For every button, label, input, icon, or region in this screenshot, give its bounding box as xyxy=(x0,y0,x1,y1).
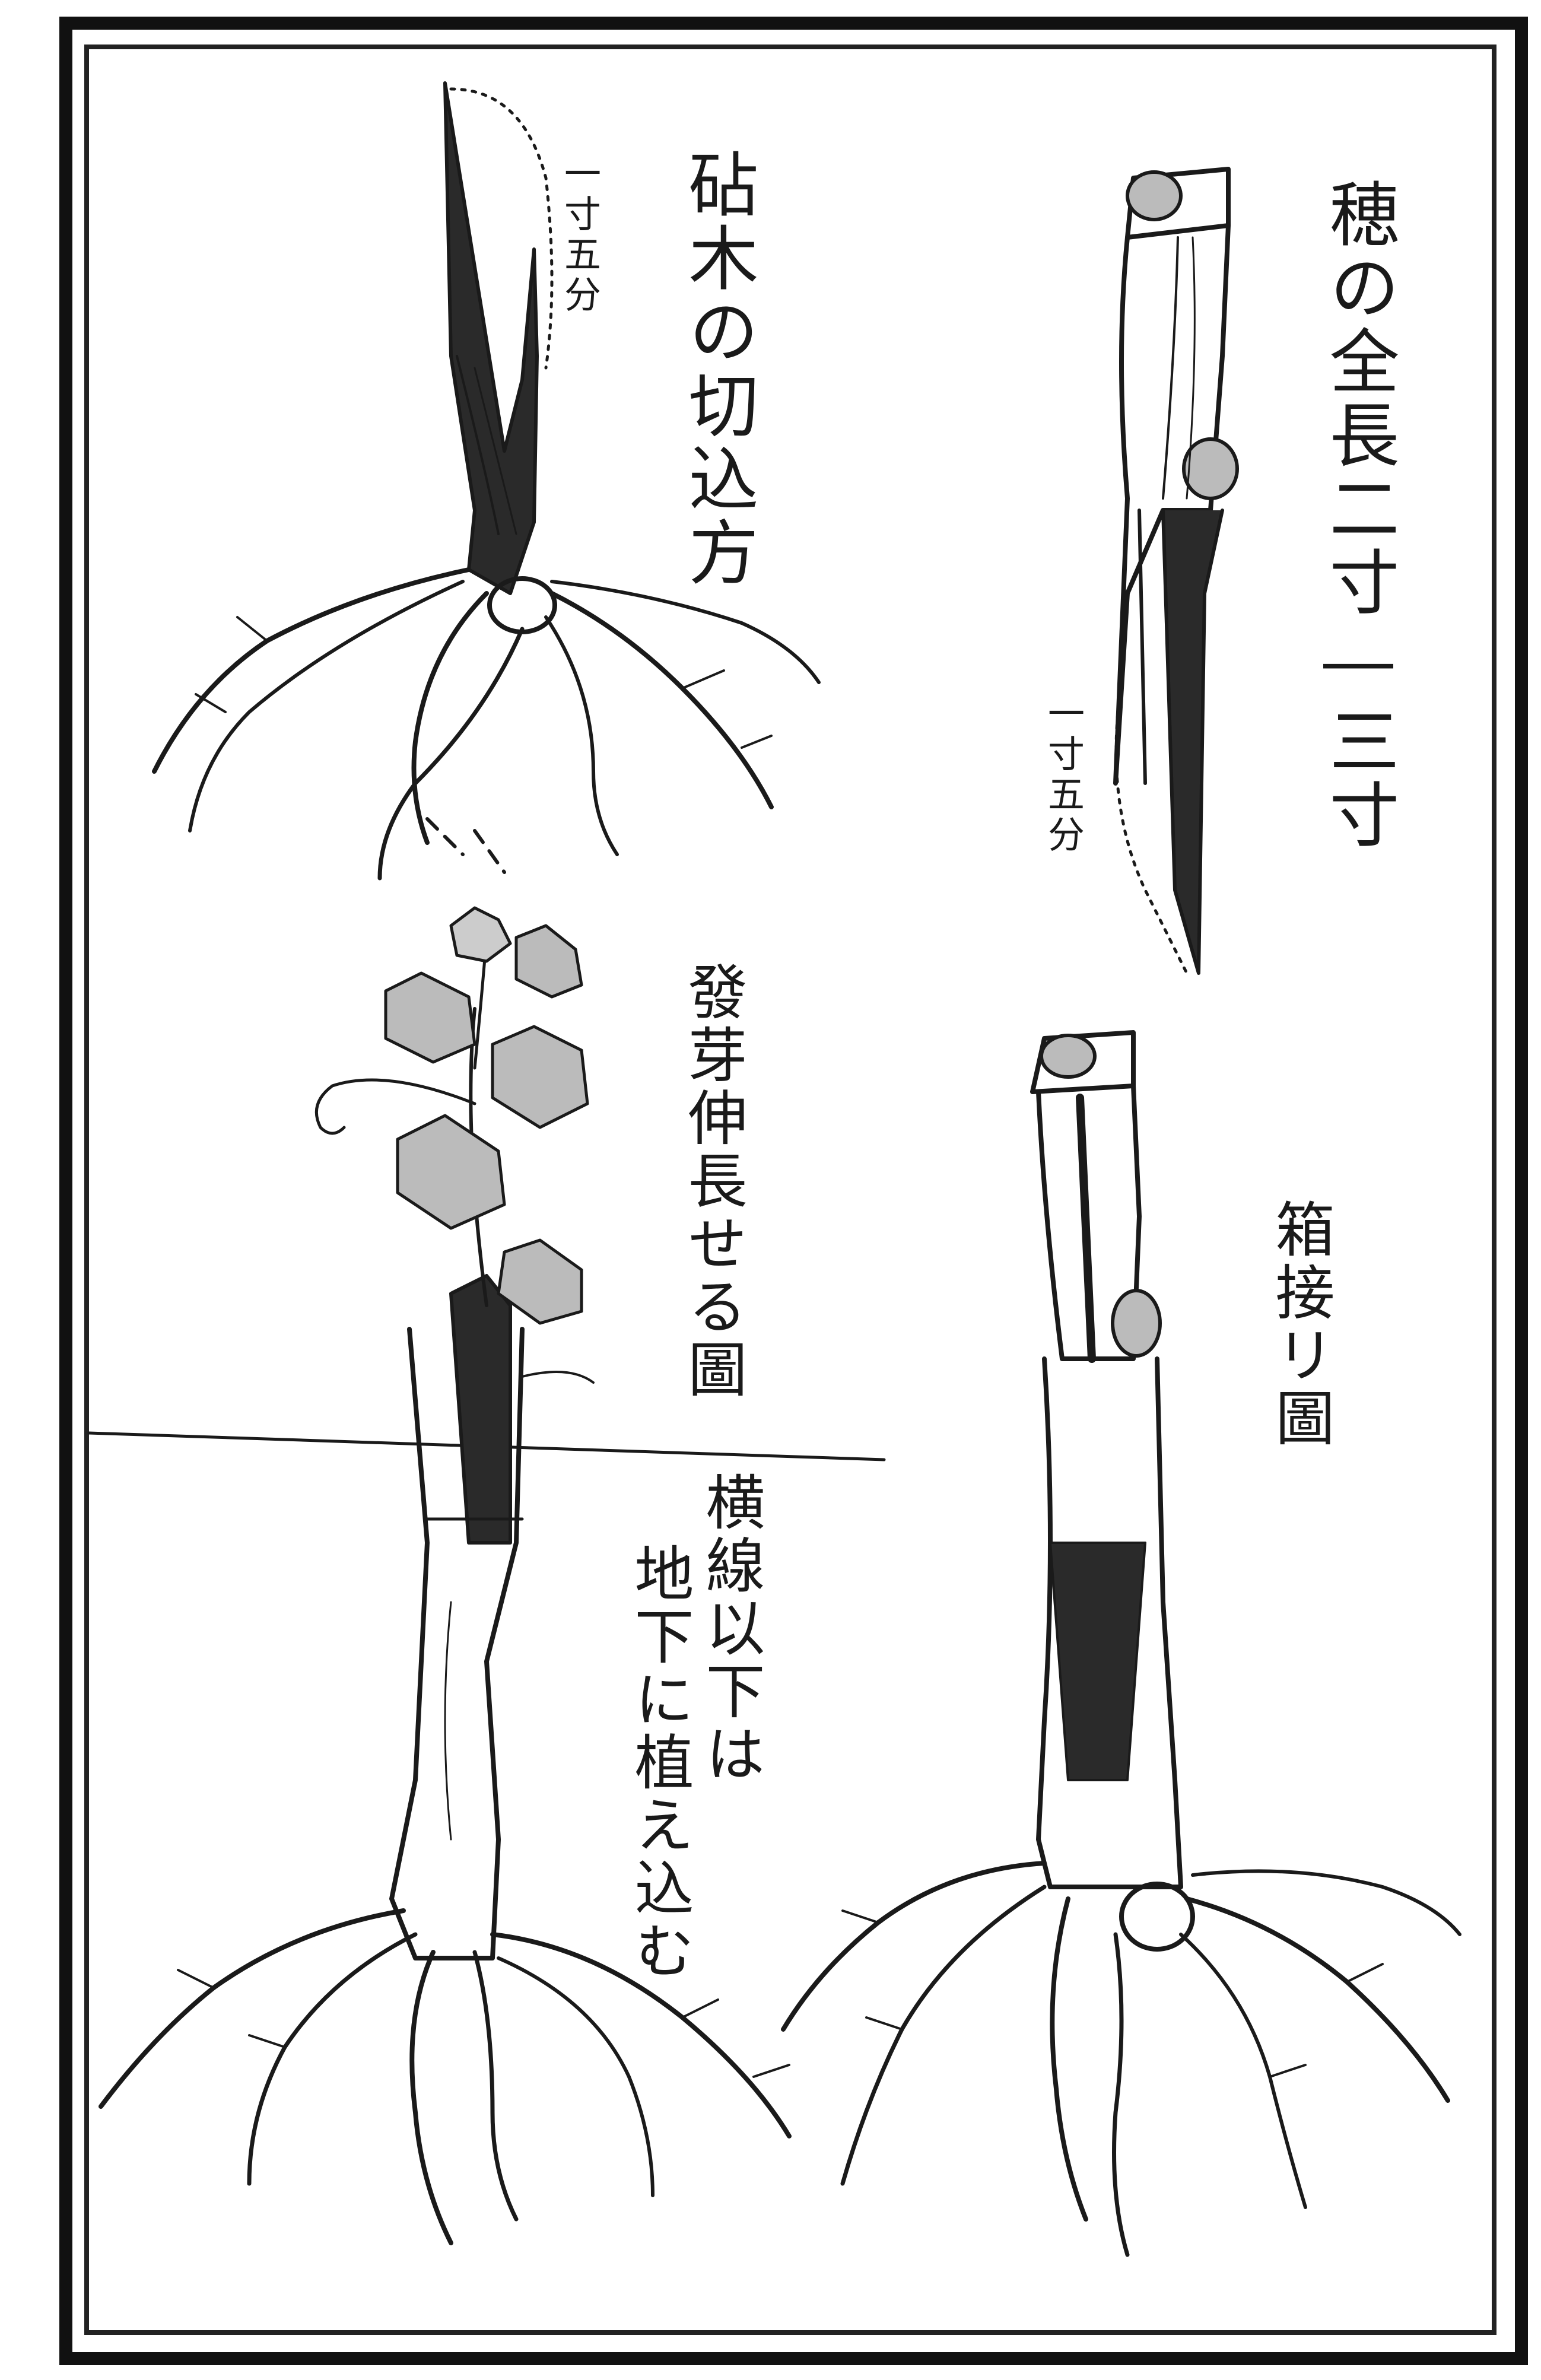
rootstock-cut-label: 砧木の切込方 xyxy=(682,148,752,590)
rootstock-depth-label: 一寸五分 xyxy=(561,154,598,316)
scion-length-label: 穂の全長二寸―三寸 xyxy=(1323,178,1393,852)
planting-line-label: 横線以下は xyxy=(700,1472,760,1786)
planting-line-label-2: 地下に植え込む xyxy=(629,1543,688,1983)
box-graft-label: 箱接リ圖 xyxy=(1270,1199,1329,1450)
sprouting-label: 發芽伸長せる圖 xyxy=(682,961,742,1402)
scion-depth-label: 一寸五分 xyxy=(1044,694,1081,856)
sprouting-figure xyxy=(89,908,884,2243)
scion-figure xyxy=(1116,169,1237,973)
box-graft-figure xyxy=(783,1032,1460,2255)
